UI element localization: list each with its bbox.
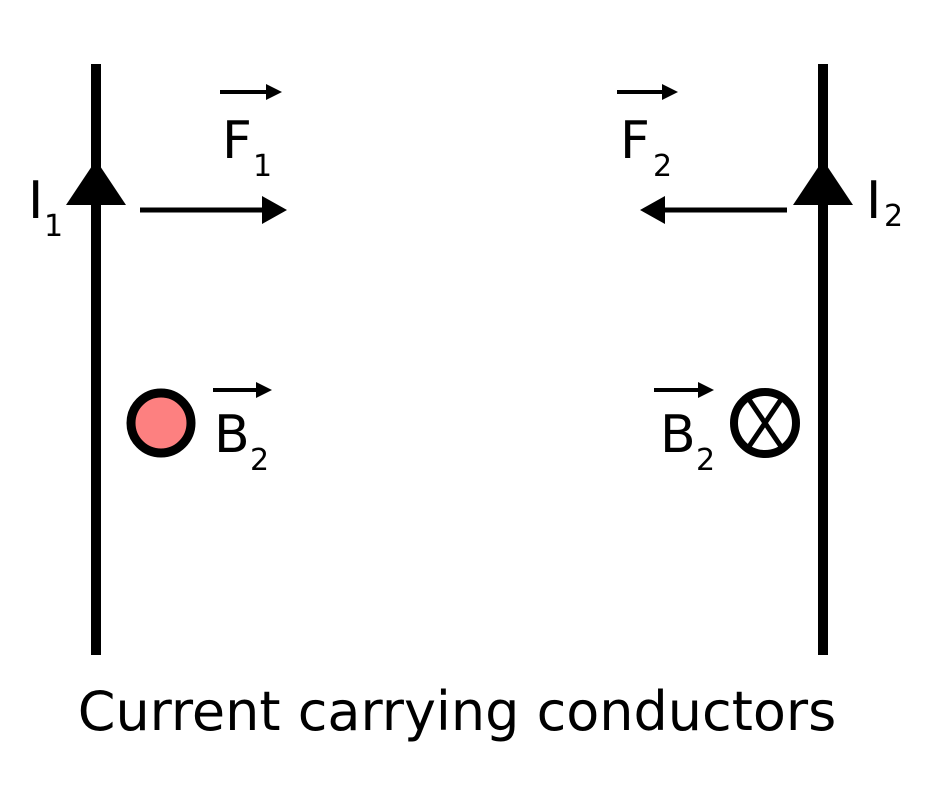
current-subscript-i2: 2 <box>884 199 903 234</box>
vector-arrowhead-f1-icon <box>266 84 282 100</box>
vector-arrowhead-b2-left-icon <box>256 382 272 398</box>
force-label-f1: F <box>222 111 252 171</box>
force-label-f2: F <box>620 111 650 171</box>
field-out-of-page-icon <box>126 388 196 458</box>
current-label-i2: I <box>866 171 881 231</box>
current-arrow-i1-icon <box>66 160 126 205</box>
field-label-b2-left: B <box>214 405 250 465</box>
current-subscript-i1: 1 <box>44 209 63 244</box>
field-subscript-b2-right: 2 <box>696 443 715 478</box>
current-arrow-i2-icon <box>793 160 853 205</box>
right-conductor: I 2 F 2 B 2 <box>617 64 903 655</box>
current-label-i1: I <box>28 171 43 231</box>
force-arrowhead-f2-icon <box>640 196 665 224</box>
field-label-b2-right: B <box>660 405 696 465</box>
left-conductor: I 1 F 1 B 2 <box>28 64 287 655</box>
force-subscript-f2: 2 <box>653 149 672 184</box>
vector-arrowhead-f2-icon <box>662 84 678 100</box>
vector-arrowhead-b2-right-icon <box>698 382 714 398</box>
force-subscript-f1: 1 <box>253 149 272 184</box>
diagram-caption: Current carrying conductors <box>78 680 837 743</box>
force-arrowhead-f1-icon <box>262 196 287 224</box>
left-wire <box>91 64 101 655</box>
field-subscript-b2-left: 2 <box>250 443 269 478</box>
right-wire <box>818 64 828 655</box>
field-into-page-icon <box>730 388 800 458</box>
